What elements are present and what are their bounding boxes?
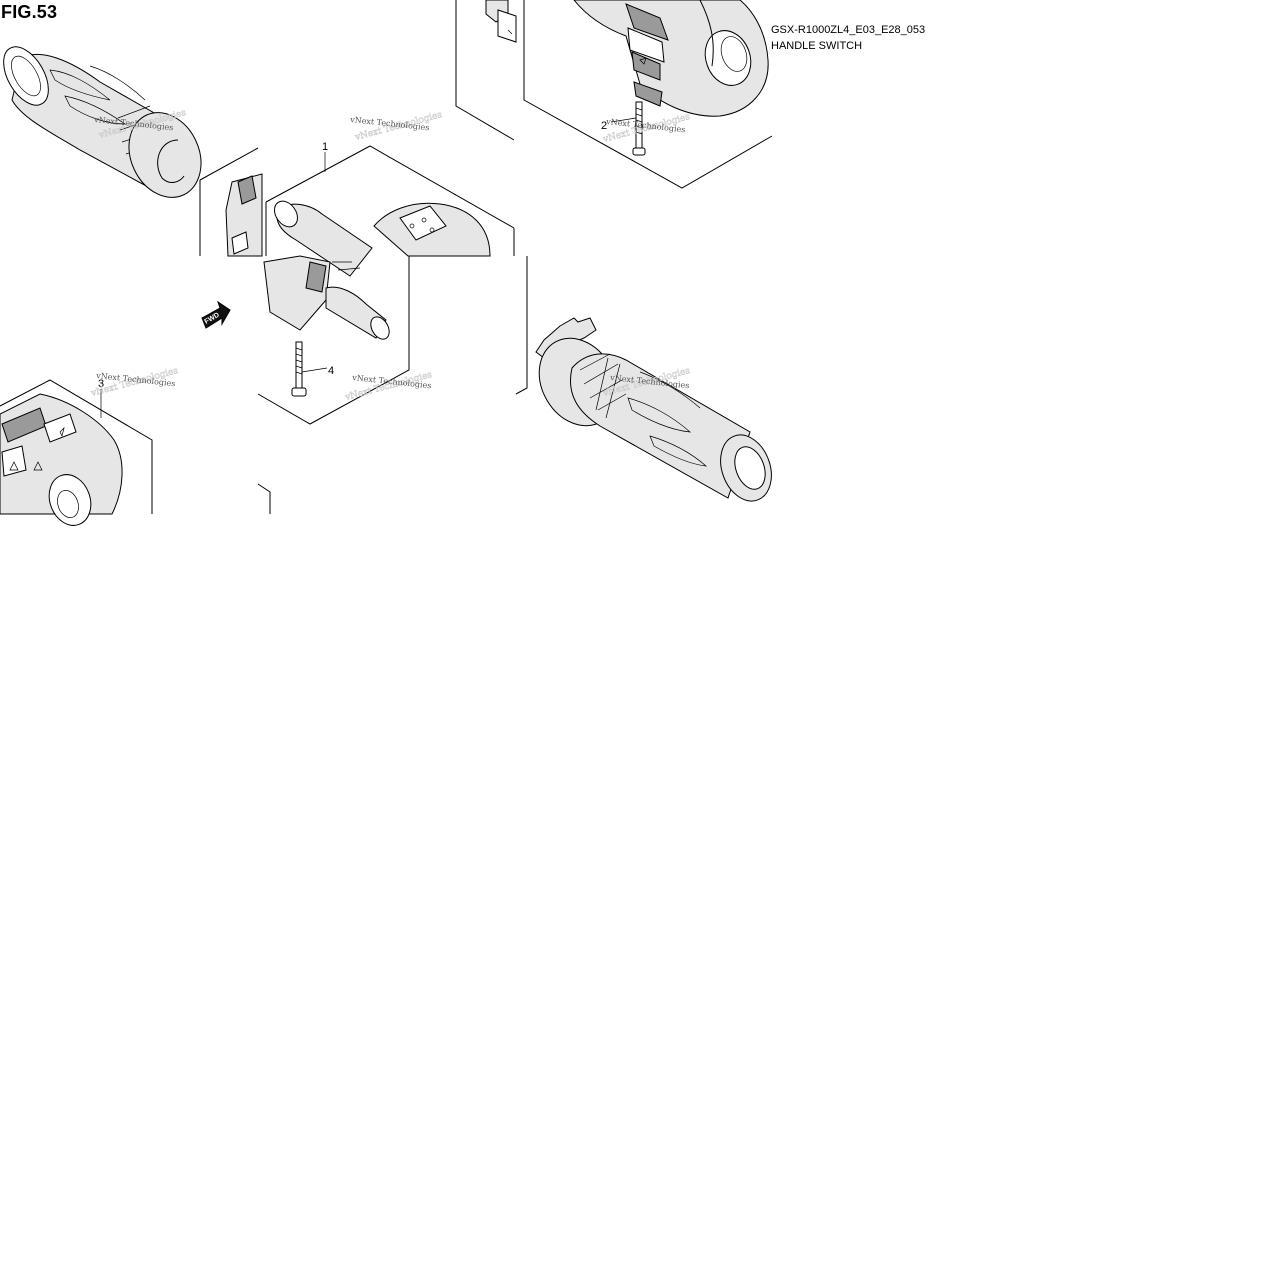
lower-left-switch-assembly[interactable] xyxy=(0,379,271,531)
model-code-label: GSX-R1000ZL4_E03_E28_053 xyxy=(771,24,926,36)
callout-number: 2 xyxy=(601,120,607,132)
callout-4: 4 xyxy=(328,365,334,377)
callout-number: 4 xyxy=(328,365,334,377)
screw-4[interactable] xyxy=(291,341,307,397)
right-handle-switch-assembly[interactable] xyxy=(455,0,773,189)
figure-title: FIG.53 xyxy=(1,2,58,22)
left-handlebar-grip[interactable] xyxy=(0,39,214,209)
callout-number: 1 xyxy=(322,141,328,153)
callout-3: 3 xyxy=(98,378,104,418)
callout-2: 2 xyxy=(601,120,607,132)
section-name-label: HANDLE SWITCH xyxy=(771,40,863,52)
left-handle-switch-assembly[interactable] xyxy=(199,145,515,425)
screw-2[interactable] xyxy=(632,101,646,156)
callout-1: 1 xyxy=(322,141,328,172)
right-handlebar-grip[interactable] xyxy=(515,256,780,508)
callout-number: 3 xyxy=(98,378,104,390)
forward-direction-arrow: FWD xyxy=(201,300,231,329)
